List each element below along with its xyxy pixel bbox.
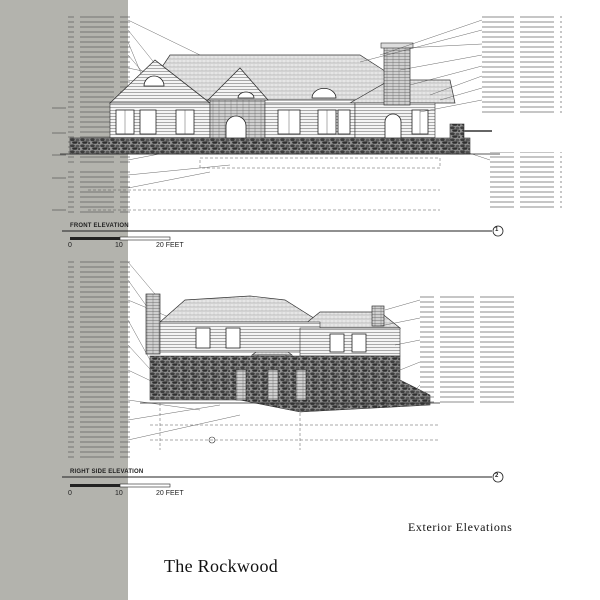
right-side-elevation-marker: 2 (495, 473, 499, 479)
right-side-elevation-drawing (62, 258, 520, 488)
side-scale-twenty: 20 FEET (156, 490, 184, 497)
front-elevation-title: FRONT ELEVATION (70, 223, 129, 229)
side-scale-zero: 0 (68, 490, 72, 497)
sheet-title: Exterior Elevations (408, 520, 513, 534)
front-elevation-drawing (52, 14, 562, 241)
right-side-elevation-title: RIGHT SIDE ELEVATION (70, 469, 144, 475)
front-scale-zero: 0 (68, 242, 72, 249)
front-scale-ten: 10 (115, 242, 123, 249)
side-scale-ten: 10 (115, 490, 123, 497)
front-scale-twenty: 20 FEET (156, 242, 184, 249)
project-title: The Rockwood (164, 556, 279, 576)
front-elevation-marker: 1 (495, 227, 499, 233)
